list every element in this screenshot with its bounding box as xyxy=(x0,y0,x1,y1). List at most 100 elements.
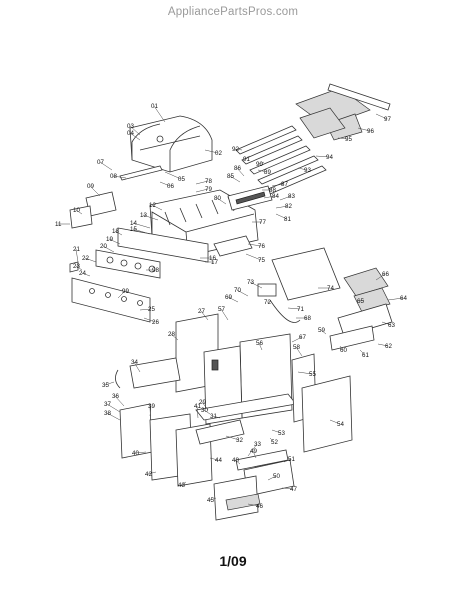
part-label-87: 87 xyxy=(281,181,288,188)
leader-line-15 xyxy=(132,228,151,235)
leader-line-01 xyxy=(153,105,166,123)
part-label-77: 77 xyxy=(259,219,266,226)
leader-line-55 xyxy=(297,371,313,375)
leader-line-94 xyxy=(315,155,330,158)
leader-line-57 xyxy=(220,308,229,321)
part-label-78: 78 xyxy=(205,178,212,185)
leader-line-33 xyxy=(247,443,258,457)
part-label-50: 50 xyxy=(273,473,280,480)
part-label-60: 60 xyxy=(340,347,347,354)
leader-line-59 xyxy=(320,329,327,335)
leader-line-89 xyxy=(257,169,268,173)
leader-line-44 xyxy=(209,457,219,461)
part-label-99: 99 xyxy=(122,288,129,295)
leader-line-22 xyxy=(84,257,97,263)
leader-line-87 xyxy=(271,183,285,187)
leader-line-81 xyxy=(275,213,288,220)
part-label-94: 94 xyxy=(326,154,333,161)
part-label-49: 49 xyxy=(250,448,257,455)
part-label-43: 43 xyxy=(178,482,185,489)
part-label-61: 61 xyxy=(362,352,369,359)
part-label-08: 08 xyxy=(110,173,117,180)
leader-line-65 xyxy=(359,299,365,302)
leader-line-67 xyxy=(291,336,303,343)
part-label-27: 27 xyxy=(198,308,205,315)
part-label-84: 84 xyxy=(272,193,279,200)
leader-line-47 xyxy=(281,487,294,490)
part-label-79: 79 xyxy=(205,186,212,193)
leader-line-31 xyxy=(212,415,221,419)
leader-line-03 xyxy=(129,125,141,136)
part-label-66: 66 xyxy=(382,271,389,278)
part-label-01: 01 xyxy=(151,103,158,110)
part-label-76: 76 xyxy=(258,243,265,250)
leader-line-41 xyxy=(196,405,199,419)
part-label-88: 88 xyxy=(269,187,276,194)
leader-line-18 xyxy=(114,230,123,236)
leader-line-37 xyxy=(106,403,121,413)
part-label-44: 44 xyxy=(215,457,222,464)
leader-line-05 xyxy=(164,171,182,180)
part-label-26: 26 xyxy=(152,319,159,326)
leader-line-69 xyxy=(227,296,239,303)
part-label-41: 41 xyxy=(194,403,201,410)
leader-line-50 xyxy=(267,475,277,481)
part-label-46: 46 xyxy=(256,503,263,510)
leader-line-62 xyxy=(377,343,389,347)
part-label-97: 97 xyxy=(384,116,391,123)
part-label-31: 31 xyxy=(210,413,217,420)
part-label-54: 54 xyxy=(337,421,344,428)
date-code: 1/09 xyxy=(219,553,247,569)
part-label-40: 40 xyxy=(132,450,139,457)
site-watermark: AppliancePartsPros.com xyxy=(167,6,299,18)
leader-line-56 xyxy=(258,342,263,351)
cooking-grates xyxy=(295,83,391,141)
part-label-15: 15 xyxy=(130,226,137,233)
leader-line-39 xyxy=(149,405,152,417)
leader-line-90 xyxy=(258,161,265,165)
part-label-95: 95 xyxy=(345,136,352,143)
part-label-32: 32 xyxy=(236,437,243,444)
leader-line-79 xyxy=(195,188,209,193)
part-label-62: 62 xyxy=(385,343,392,350)
part-label-65: 65 xyxy=(357,298,364,305)
control-panel xyxy=(69,227,209,323)
leader-line-36 xyxy=(114,395,125,407)
leader-line-64 xyxy=(387,297,404,301)
part-label-55: 55 xyxy=(309,371,316,378)
part-label-58: 58 xyxy=(293,344,300,351)
leader-line-70 xyxy=(236,289,249,297)
leader-line-71 xyxy=(287,307,301,310)
side-burner xyxy=(257,247,393,351)
leader-line-40 xyxy=(134,451,147,454)
part-label-63: 63 xyxy=(388,322,395,329)
leader-line-34 xyxy=(133,361,141,373)
leader-line-20 xyxy=(102,245,115,253)
part-label-21: 21 xyxy=(73,246,80,253)
drip-tray xyxy=(69,191,253,257)
leader-line-73 xyxy=(249,281,263,289)
leader-line-96 xyxy=(357,127,371,132)
part-label-91: 91 xyxy=(243,156,250,163)
part-label-25: 25 xyxy=(148,306,155,313)
leader-line-49 xyxy=(252,450,257,459)
leader-line-92 xyxy=(234,148,243,151)
leader-line-24 xyxy=(81,272,91,277)
leader-line-13 xyxy=(142,214,159,221)
leader-line-08 xyxy=(112,175,127,179)
part-label-47: 47 xyxy=(290,486,297,493)
leader-line-43 xyxy=(180,481,187,486)
part-label-71: 71 xyxy=(297,306,304,313)
leader-line-52 xyxy=(269,437,275,443)
leader-line-99 xyxy=(117,290,126,299)
part-label-42: 42 xyxy=(145,471,152,478)
part-label-11: 11 xyxy=(55,221,62,228)
leader-line-32 xyxy=(225,435,240,441)
leader-line-63 xyxy=(381,321,392,326)
leader-line-14 xyxy=(132,222,151,229)
leader-line-30 xyxy=(203,409,211,415)
leader-line-51 xyxy=(283,458,292,463)
part-label-53: 53 xyxy=(278,430,285,437)
burner-tubes xyxy=(235,125,327,195)
